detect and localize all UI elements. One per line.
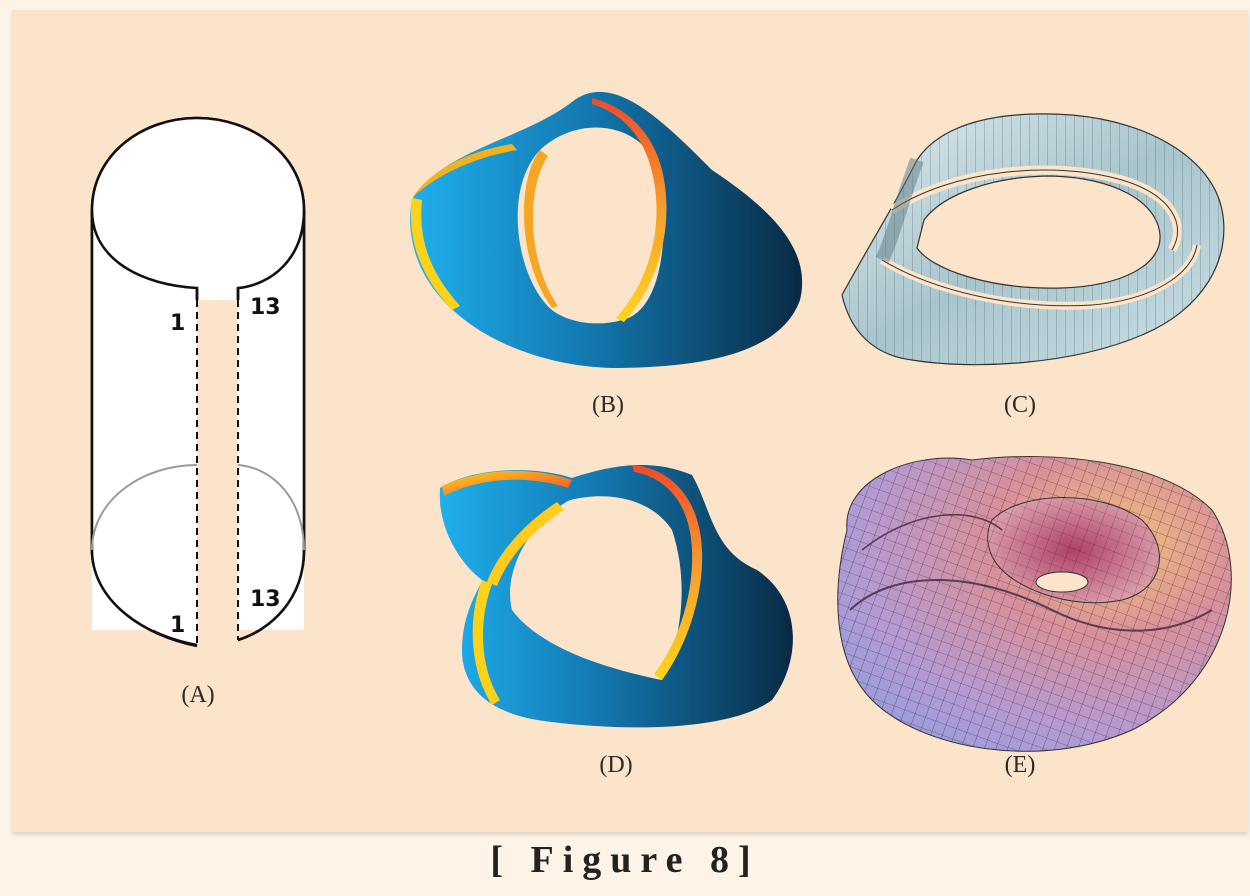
cylinder-diagram: 1 13 1 13 xyxy=(90,116,306,648)
twisted-torus-e xyxy=(837,456,1232,752)
mark-top-right: 13 xyxy=(250,295,281,320)
label-e: (E) xyxy=(1004,752,1036,778)
segmented-strip-c xyxy=(841,113,1225,366)
twisted-band-b xyxy=(410,91,803,368)
label-b: (B) xyxy=(592,392,624,418)
label-a: (A) xyxy=(181,682,215,708)
label-c: (C) xyxy=(1004,392,1036,418)
mark-top-left: 1 xyxy=(170,311,185,336)
figure-drawing: 1 13 1 13 xyxy=(90,91,1232,752)
mark-bottom-right: 13 xyxy=(250,587,281,612)
mark-bottom-left: 1 xyxy=(170,613,185,638)
label-d: (D) xyxy=(599,752,633,778)
figure-panel: 1 13 1 13 xyxy=(12,10,1248,832)
twisted-band-d xyxy=(439,464,793,728)
figure-caption: [ Figure 8] xyxy=(490,839,760,881)
